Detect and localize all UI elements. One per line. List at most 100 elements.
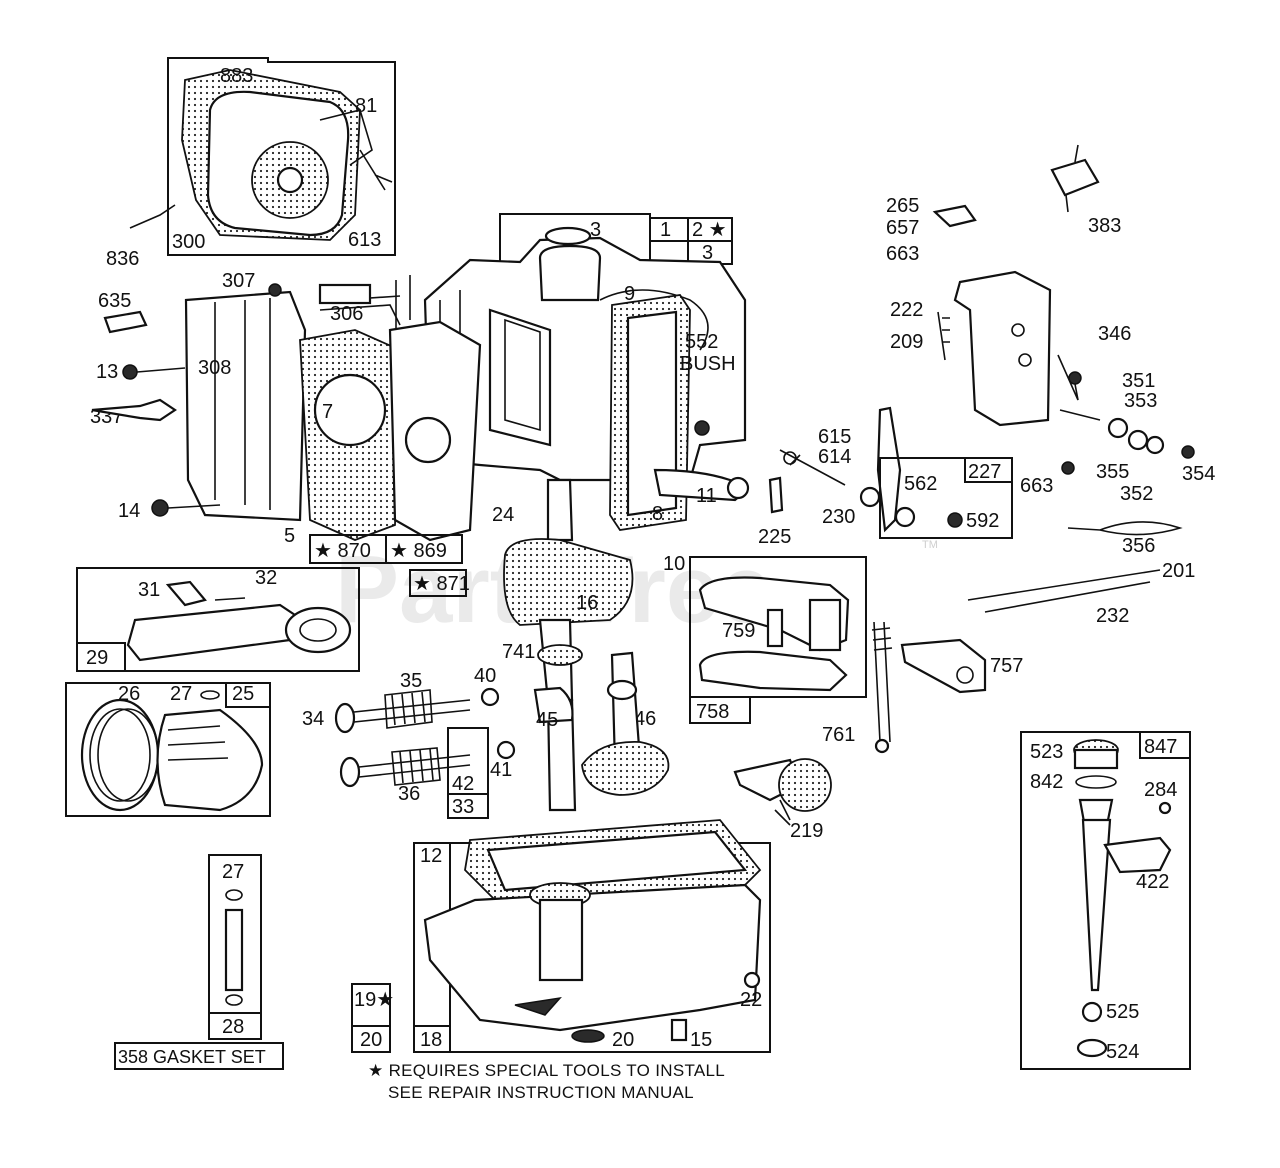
label-613: 613 — [348, 229, 381, 251]
label-592: 592 — [966, 510, 999, 532]
label-16: 16 — [576, 592, 598, 614]
label-19: 19★ — [354, 989, 394, 1011]
label-663b: 663 — [1020, 475, 1053, 497]
label-871: ★ 871 — [413, 573, 470, 595]
label-615: 615 — [818, 426, 851, 448]
label-13: 13 — [96, 361, 118, 383]
label-219: 219 — [790, 820, 823, 842]
label-842: 842 — [1030, 771, 1063, 793]
governor-219 — [733, 758, 832, 826]
label-284: 284 — [1144, 779, 1177, 801]
label-46: 46 — [634, 708, 656, 730]
label-36: 36 — [398, 783, 420, 805]
label-353: 353 — [1124, 390, 1157, 412]
label-222: 222 — [890, 299, 923, 321]
label-9: 9 — [624, 283, 635, 305]
label-40: 40 — [474, 665, 496, 687]
connecting-rod-group — [76, 567, 360, 672]
throttle-linkage — [768, 406, 1013, 539]
label-25: 25 — [232, 683, 254, 705]
breather-group — [609, 294, 750, 531]
label-42: 42 — [452, 773, 474, 795]
label-552: 552 — [685, 331, 718, 353]
label-2-star: 2 ★ — [692, 219, 727, 241]
label-383: 383 — [1088, 215, 1121, 237]
label-232: 232 — [1096, 605, 1129, 627]
oil-sump-group — [351, 819, 771, 1053]
label-32: 32 — [255, 567, 277, 589]
label-81: 81 — [355, 95, 377, 117]
label-22: 22 — [740, 989, 762, 1011]
label-635: 635 — [98, 290, 131, 312]
label-741: 741 — [502, 641, 535, 663]
label-355: 355 — [1096, 461, 1129, 483]
label-28: 28 — [222, 1016, 244, 1038]
label-15: 15 — [690, 1029, 712, 1051]
label-11: 11 — [696, 485, 717, 507]
label-308: 308 — [198, 357, 231, 379]
label-265: 265 — [886, 195, 919, 217]
gasket-star-boxes — [309, 534, 467, 597]
label-225: 225 — [758, 526, 791, 548]
label-gasket-set: 358 GASKET SET — [118, 1047, 266, 1067]
label-524: 524 — [1106, 1041, 1139, 1063]
left-fasteners — [91, 283, 282, 517]
label-31: 31 — [138, 579, 160, 601]
piston-group — [65, 682, 271, 817]
governor-spring-and-rod — [967, 521, 1183, 613]
governor-washers — [1057, 354, 1195, 475]
label-34: 34 — [302, 708, 324, 730]
label-27b: 27 — [222, 861, 244, 883]
label-1: 1 — [660, 219, 671, 241]
governor-gear-box — [689, 556, 867, 724]
label-33: 33 — [452, 796, 474, 818]
label-24: 24 — [492, 504, 514, 526]
label-20: 20 — [360, 1029, 382, 1051]
label-761: 761 — [822, 724, 855, 746]
label-757: 757 — [990, 655, 1023, 677]
crankshaft — [503, 478, 634, 812]
label-870: ★ 870 — [314, 540, 371, 562]
label-3: 3 — [590, 219, 601, 241]
label-663: 663 — [886, 243, 919, 265]
camshaft — [581, 651, 670, 796]
label-14: 14 — [118, 500, 140, 522]
label-354: 354 — [1182, 463, 1215, 485]
label-27: 27 — [170, 683, 192, 705]
label-523: 523 — [1030, 741, 1063, 763]
label-847: 847 — [1144, 736, 1177, 758]
label-422: 422 — [1136, 871, 1169, 893]
label-bush: BUSH — [680, 353, 736, 375]
label-356: 356 — [1122, 535, 1155, 557]
valve-group — [334, 686, 574, 819]
label-12: 12 — [420, 845, 442, 867]
rocker-757 — [900, 638, 987, 694]
label-5: 5 — [284, 525, 295, 547]
label-45: 45 — [536, 709, 558, 731]
label-614: 614 — [818, 446, 851, 468]
label-26: 26 — [118, 683, 140, 705]
label-230: 230 — [822, 506, 855, 528]
label-352: 352 — [1120, 483, 1153, 505]
air-cleaner-group — [129, 57, 396, 256]
label-525: 525 — [1106, 1001, 1139, 1023]
label-758: 758 — [696, 701, 729, 723]
label-7: 7 — [322, 401, 333, 423]
label-562: 562 — [904, 473, 937, 495]
label-10: 10 — [663, 553, 685, 575]
cylinder-head-group — [184, 283, 482, 542]
label-201: 201 — [1162, 560, 1195, 582]
label-351: 351 — [1122, 370, 1155, 392]
label-8: 8 — [652, 503, 663, 525]
label-227: 227 — [968, 461, 1001, 483]
governor-control — [932, 144, 1100, 427]
label-759: 759 — [722, 620, 755, 642]
watermark-tm: TM — [922, 539, 938, 551]
dipstick-group — [1020, 731, 1191, 1070]
footnote-line-2: SEE REPAIR INSTRUCTION MANUAL — [388, 1083, 694, 1102]
oil-tube-group — [114, 854, 284, 1070]
label-41: 41 — [490, 759, 512, 781]
bolt-761 — [871, 621, 893, 754]
label-20b: 20 — [612, 1029, 634, 1051]
